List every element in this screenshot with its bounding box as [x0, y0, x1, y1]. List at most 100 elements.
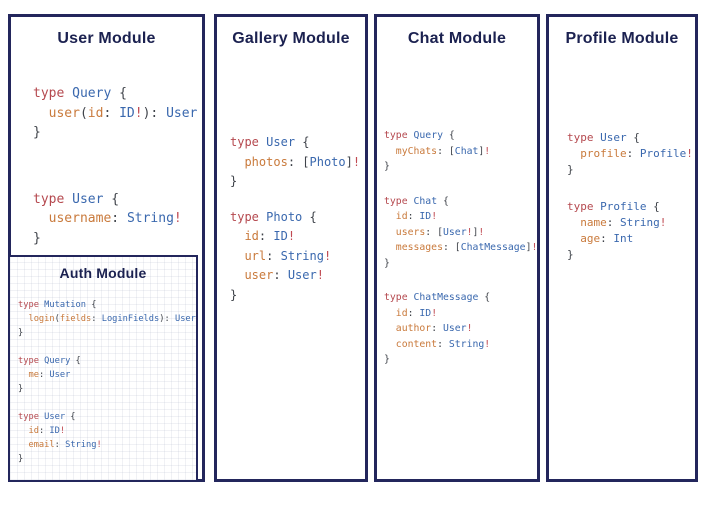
- type-definition-block: type Mutation { login(fields: LoginField…: [18, 298, 196, 340]
- syntax-token: }: [33, 230, 41, 246]
- code-line: content: String!: [384, 337, 537, 353]
- code-line: url: String!: [230, 247, 360, 267]
- code-line: users: [User!]!: [384, 225, 537, 241]
- code-line: user: User!: [230, 266, 360, 286]
- type-definition-block: type Chat { id: ID! users: [User!]! mess…: [384, 194, 537, 272]
- syntax-token: }: [18, 384, 24, 394]
- syntax-token: User: [44, 412, 66, 422]
- syntax-token: [33, 106, 49, 121]
- syntax-token: (: [54, 314, 60, 324]
- syntax-token: ID: [119, 105, 135, 121]
- type-definition-block: type User { id: ID! email: String!}: [18, 410, 196, 466]
- syntax-token: [18, 370, 28, 380]
- syntax-token: }: [230, 174, 238, 188]
- syntax-token: : [: [425, 226, 443, 238]
- syntax-token: profile: [580, 147, 627, 160]
- syntax-token: !: [352, 154, 361, 169]
- syntax-token: !: [431, 307, 438, 319]
- syntax-token: :: [91, 314, 102, 324]
- code-line: }: [567, 162, 693, 178]
- syntax-token: String: [620, 216, 660, 229]
- syntax-token: !: [173, 211, 182, 226]
- syntax-token: User: [600, 131, 627, 144]
- syntax-token: [384, 227, 396, 238]
- user-module-code: type Query { user(id: ID!): User}type Us…: [33, 84, 197, 248]
- code-line: age: Int: [567, 231, 693, 247]
- syntax-token: :: [407, 211, 420, 222]
- syntax-token: :: [437, 338, 449, 350]
- syntax-token: (: [79, 105, 88, 121]
- syntax-token: : [: [287, 154, 310, 169]
- syntax-token: String: [280, 248, 324, 263]
- panel-chat-module: Chat Module type Query { myChats: [Chat]…: [374, 14, 540, 482]
- syntax-token: User: [72, 191, 104, 207]
- syntax-token: type: [384, 292, 408, 303]
- type-definition-block: type Query { user(id: ID!): User}: [33, 84, 197, 143]
- syntax-token: id: [395, 307, 408, 319]
- syntax-token: ]: [478, 145, 485, 157]
- syntax-token: [230, 249, 244, 263]
- syntax-token: me: [28, 370, 39, 380]
- syntax-token: type: [18, 356, 39, 366]
- code-line: }: [18, 452, 196, 466]
- syntax-token: Mutation: [44, 300, 86, 310]
- syntax-token: : [: [442, 242, 461, 253]
- code-line: type Profile {: [567, 199, 693, 215]
- syntax-token: [33, 211, 49, 226]
- syntax-token: users: [395, 226, 426, 238]
- syntax-token: [18, 314, 28, 324]
- syntax-token: id: [244, 229, 259, 243]
- code-line: me: User: [18, 368, 196, 382]
- syntax-token: !: [484, 145, 491, 157]
- type-definition-block: type Photo { id: ID! url: String! user: …: [230, 208, 360, 306]
- syntax-token: [384, 211, 396, 222]
- syntax-token: type: [384, 195, 408, 207]
- syntax-token: {: [295, 135, 310, 149]
- syntax-token: :: [606, 216, 620, 229]
- syntax-token: ]: [472, 226, 479, 238]
- code-line: }: [384, 352, 537, 368]
- syntax-token: !: [431, 211, 438, 222]
- panel-profile-module: Profile Module type User { profile: Prof…: [546, 14, 698, 482]
- syntax-token: type: [384, 130, 408, 141]
- syntax-token: name: [580, 216, 607, 229]
- syntax-token: :: [407, 307, 420, 319]
- syntax-token: login: [28, 314, 55, 324]
- code-line: id: ID!: [230, 227, 360, 247]
- syntax-token: [64, 192, 72, 207]
- syntax-token: [567, 147, 580, 160]
- syntax-token: !: [316, 268, 324, 282]
- syntax-token: User: [442, 323, 467, 334]
- code-line: email: String!: [18, 438, 196, 452]
- syntax-token: ):: [142, 105, 167, 121]
- gallery-module-code: type User { photos: [Photo]!}type Photo …: [230, 133, 360, 305]
- code-line: }: [230, 286, 360, 306]
- syntax-token: {: [70, 356, 81, 366]
- profile-module-title: Profile Module: [565, 30, 679, 47]
- syntax-token: User: [287, 268, 317, 282]
- syntax-token: type: [230, 209, 259, 224]
- syntax-token: :: [258, 229, 274, 243]
- syntax-token: Query: [72, 86, 112, 101]
- syntax-token: email: [28, 440, 55, 450]
- syntax-token: !: [478, 226, 485, 238]
- code-line: type User {: [567, 130, 693, 146]
- syntax-token: :: [103, 105, 120, 121]
- code-line: }: [33, 123, 197, 143]
- code-line: username: String!: [33, 209, 197, 229]
- syntax-token: }: [18, 328, 24, 338]
- syntax-token: {: [443, 130, 455, 141]
- syntax-token: ID: [419, 307, 432, 319]
- syntax-token: {: [302, 209, 317, 224]
- type-definition-block: type Query { myChats: [Chat]!}: [384, 128, 537, 175]
- syntax-token: :: [600, 232, 614, 245]
- syntax-token: {: [478, 292, 491, 303]
- syntax-token: Photo: [266, 209, 303, 224]
- syntax-token: Chat: [413, 195, 438, 207]
- code-line: type Query {: [384, 128, 537, 144]
- syntax-token: user: [48, 105, 80, 121]
- code-line: }: [567, 247, 693, 263]
- syntax-token: [567, 216, 580, 229]
- syntax-token: messages: [395, 242, 443, 253]
- syntax-token: [18, 426, 28, 436]
